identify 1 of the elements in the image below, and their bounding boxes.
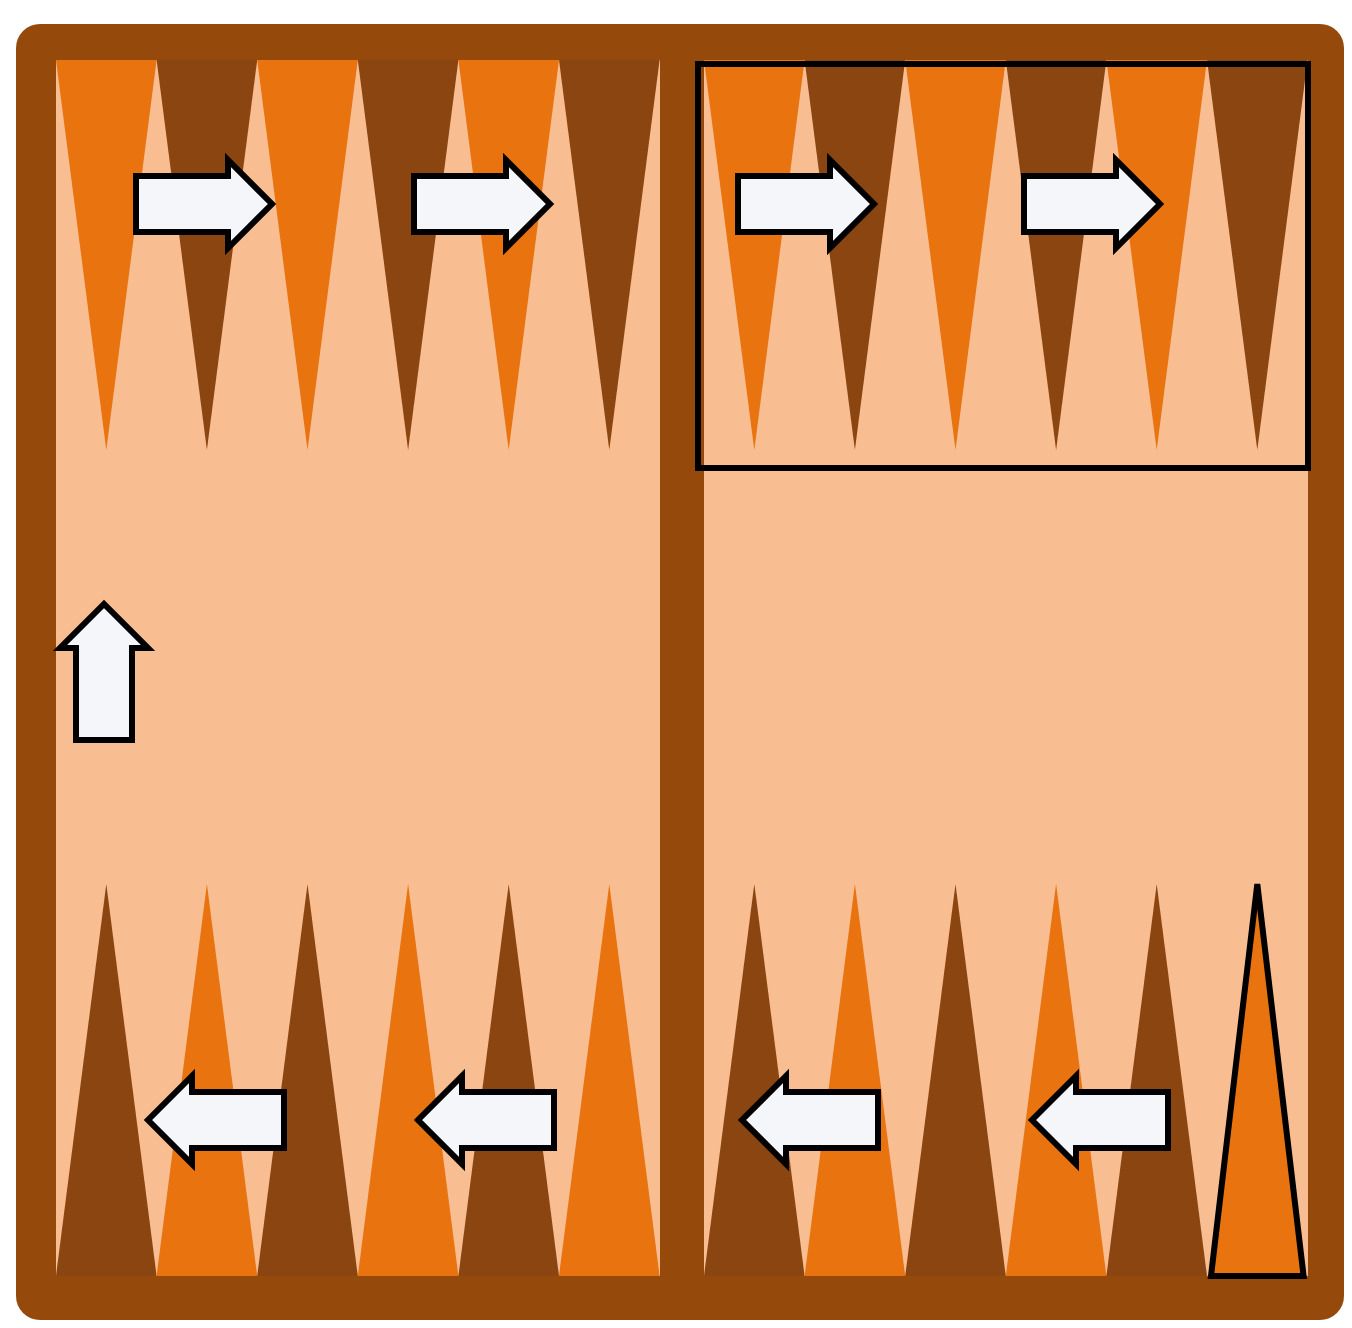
backgammon-board-drawing: [16, 24, 1344, 1320]
